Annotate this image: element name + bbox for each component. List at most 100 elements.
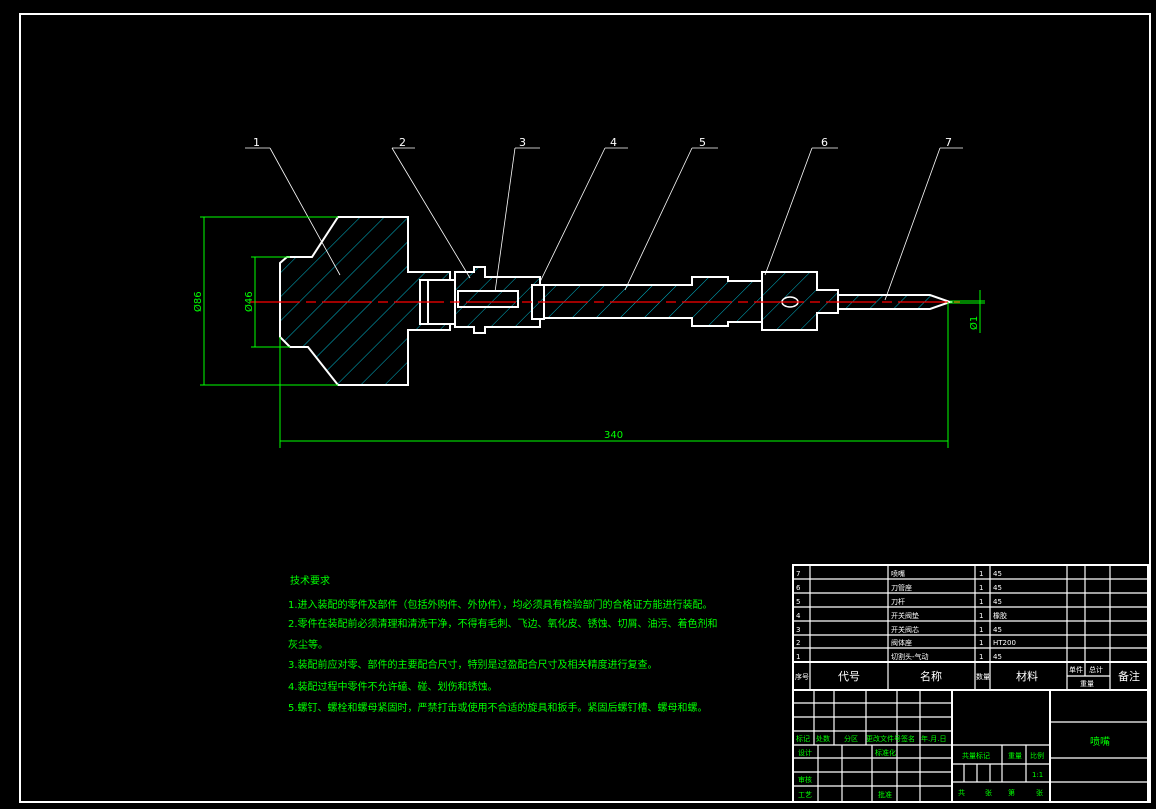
parts-row-5: 5 刀杆 1 45 <box>796 597 1002 606</box>
svg-text:3: 3 <box>519 136 526 149</box>
svg-text:6: 6 <box>796 584 801 592</box>
svg-text:材料: 材料 <box>1016 669 1038 683</box>
svg-text:刀杆: 刀杆 <box>891 597 905 606</box>
svg-text:数量: 数量 <box>976 672 990 681</box>
svg-text:处数: 处数 <box>816 734 830 743</box>
balloon-6: 6 <box>764 136 838 276</box>
drawing-frame <box>19 13 1151 803</box>
svg-text:5.螺钉、螺栓和螺母紧固时，严禁打击或使用不合适的旋具和扳手: 5.螺钉、螺栓和螺母紧固时，严禁打击或使用不合适的旋具和扳手。紧固后螺钉槽、螺母… <box>288 701 708 714</box>
svg-text:45: 45 <box>993 570 1002 578</box>
svg-text:总计: 总计 <box>1089 665 1103 674</box>
parts-row-3: 3 开关阀芯 1 45 <box>796 625 1002 634</box>
svg-text:1: 1 <box>253 136 260 149</box>
svg-text:HT200: HT200 <box>993 639 1016 647</box>
drawing-name: 喷嘴 <box>1090 736 1110 748</box>
svg-text:序号: 序号 <box>795 672 809 681</box>
balloon-4: 4 <box>539 136 628 283</box>
svg-text:7: 7 <box>796 570 800 578</box>
svg-text:张: 张 <box>985 788 992 797</box>
svg-text:2: 2 <box>399 136 406 149</box>
title-block: 标记 处数 分区 更改文件号 签名 年.月.日 设计 标准化 审核 工艺 批准 … <box>793 690 1148 802</box>
svg-text:1.进入装配的零件及部件（包括外购件、外协件），均必须具有检: 1.进入装配的零件及部件（包括外购件、外协件），均必须具有检验部门的合格证方能进… <box>288 598 713 611</box>
svg-text:7: 7 <box>945 136 952 149</box>
svg-text:重量: 重量 <box>1080 680 1094 688</box>
svg-text:代号: 代号 <box>838 670 860 683</box>
svg-text:单件: 单件 <box>1069 665 1083 674</box>
dim-tip-dia: Ø1 <box>968 316 980 330</box>
svg-text:备注: 备注 <box>1118 669 1140 683</box>
svg-text:灰尘等。: 灰尘等。 <box>288 638 328 651</box>
svg-text:分区: 分区 <box>844 734 858 743</box>
svg-text:张: 张 <box>1036 788 1043 797</box>
part-3-valve-core <box>457 290 519 308</box>
svg-text:6: 6 <box>821 136 828 149</box>
svg-text:4.装配过程中零件不允许磕、碰、划伤和锈蚀。: 4.装配过程中零件不允许磕、碰、划伤和锈蚀。 <box>288 680 498 693</box>
assembly-view <box>250 216 960 386</box>
svg-text:45: 45 <box>993 598 1002 606</box>
balloon-1: 1 <box>245 136 341 276</box>
svg-text:开关阀芯: 开关阀芯 <box>891 625 919 634</box>
svg-text:工艺: 工艺 <box>798 791 812 799</box>
balloon-2: 2 <box>391 136 471 279</box>
svg-text:标记: 标记 <box>796 734 810 743</box>
svg-text:1:1: 1:1 <box>1032 771 1043 779</box>
svg-text:1: 1 <box>979 570 983 578</box>
balloon-3: 3 <box>494 136 540 293</box>
svg-text:签名: 签名 <box>901 734 915 743</box>
svg-text:第: 第 <box>1008 788 1015 797</box>
technical-requirements: 技术要求 1.进入装配的零件及部件（包括外购件、外协件），均必须具有检验部门的合… <box>288 574 718 714</box>
svg-text:4: 4 <box>796 612 801 620</box>
parts-row-1: 1 切割头-气动 1 45 <box>796 652 1002 661</box>
svg-text:1: 1 <box>979 639 983 647</box>
svg-text:1: 1 <box>979 653 983 661</box>
dim-length: 340 <box>604 430 623 441</box>
svg-text:批准: 批准 <box>878 790 892 799</box>
svg-text:设计: 设计 <box>798 748 812 757</box>
svg-text:3.装配前应对零、部件的主要配合尺寸，特别是过盈配合尺寸及相: 3.装配前应对零、部件的主要配合尺寸，特别是过盈配合尺寸及相关精度进行复查。 <box>288 658 658 671</box>
parts-row-6: 6 刀管座 1 45 <box>796 583 1002 592</box>
svg-text:橡胶: 橡胶 <box>993 611 1007 620</box>
dim-outer-dia: Ø86 <box>192 291 204 312</box>
svg-text:1: 1 <box>979 612 983 620</box>
part-7-nozzle <box>837 294 954 310</box>
svg-text:开关阀垫: 开关阀垫 <box>891 611 919 620</box>
parts-row-7: 7 喷嘴 1 45 <box>796 569 1002 578</box>
parts-header: 序号 代号 名称 数量 材料 单件 总计 重量 备注 <box>795 665 1140 688</box>
svg-text:1: 1 <box>979 626 983 634</box>
balloon-7: 7 <box>884 136 963 301</box>
svg-text:2.零件在装配前必须清理和清洗干净，不得有毛刺、飞边、氧化皮: 2.零件在装配前必须清理和清洗干净，不得有毛刺、飞边、氧化皮、锈蚀、切屑、油污、… <box>288 617 718 630</box>
balloon-5: 5 <box>624 136 718 291</box>
balloons: 1 2 3 4 5 6 7 <box>245 136 963 301</box>
svg-text:45: 45 <box>993 584 1002 592</box>
svg-text:阀体座: 阀体座 <box>891 638 912 647</box>
svg-text:5: 5 <box>796 598 800 606</box>
part-6-tube-seat <box>761 271 839 331</box>
svg-text:比例: 比例 <box>1030 751 1044 760</box>
dim-inner-dia: Ø46 <box>243 291 255 312</box>
svg-text:审核: 审核 <box>798 775 812 784</box>
svg-text:1: 1 <box>979 584 983 592</box>
svg-text:45: 45 <box>993 626 1002 634</box>
svg-text:2: 2 <box>796 639 800 647</box>
svg-text:共量标记: 共量标记 <box>962 751 990 760</box>
svg-text:重量: 重量 <box>1008 752 1022 760</box>
svg-text:名称: 名称 <box>920 669 942 683</box>
svg-text:年.月.日: 年.月.日 <box>921 734 946 743</box>
svg-text:1: 1 <box>979 598 983 606</box>
svg-text:1: 1 <box>796 653 800 661</box>
parts-row-4: 4 开关阀垫 1 橡胶 <box>796 611 1007 620</box>
svg-text:5: 5 <box>699 136 706 149</box>
svg-text:3: 3 <box>796 626 800 634</box>
svg-text:切割头-气动: 切割头-气动 <box>891 652 929 661</box>
parts-row-2: 2 阀体座 1 HT200 <box>796 638 1016 647</box>
dimensions: Ø86 Ø46 340 Ø1 <box>192 216 985 448</box>
svg-text:45: 45 <box>993 653 1002 661</box>
tech-title: 技术要求 <box>290 574 330 587</box>
svg-text:喷嘴: 喷嘴 <box>891 569 905 578</box>
svg-text:4: 4 <box>610 136 617 149</box>
svg-text:刀管座: 刀管座 <box>891 583 912 592</box>
svg-text:更改文件号: 更改文件号 <box>866 734 901 743</box>
svg-text:共: 共 <box>958 788 965 797</box>
